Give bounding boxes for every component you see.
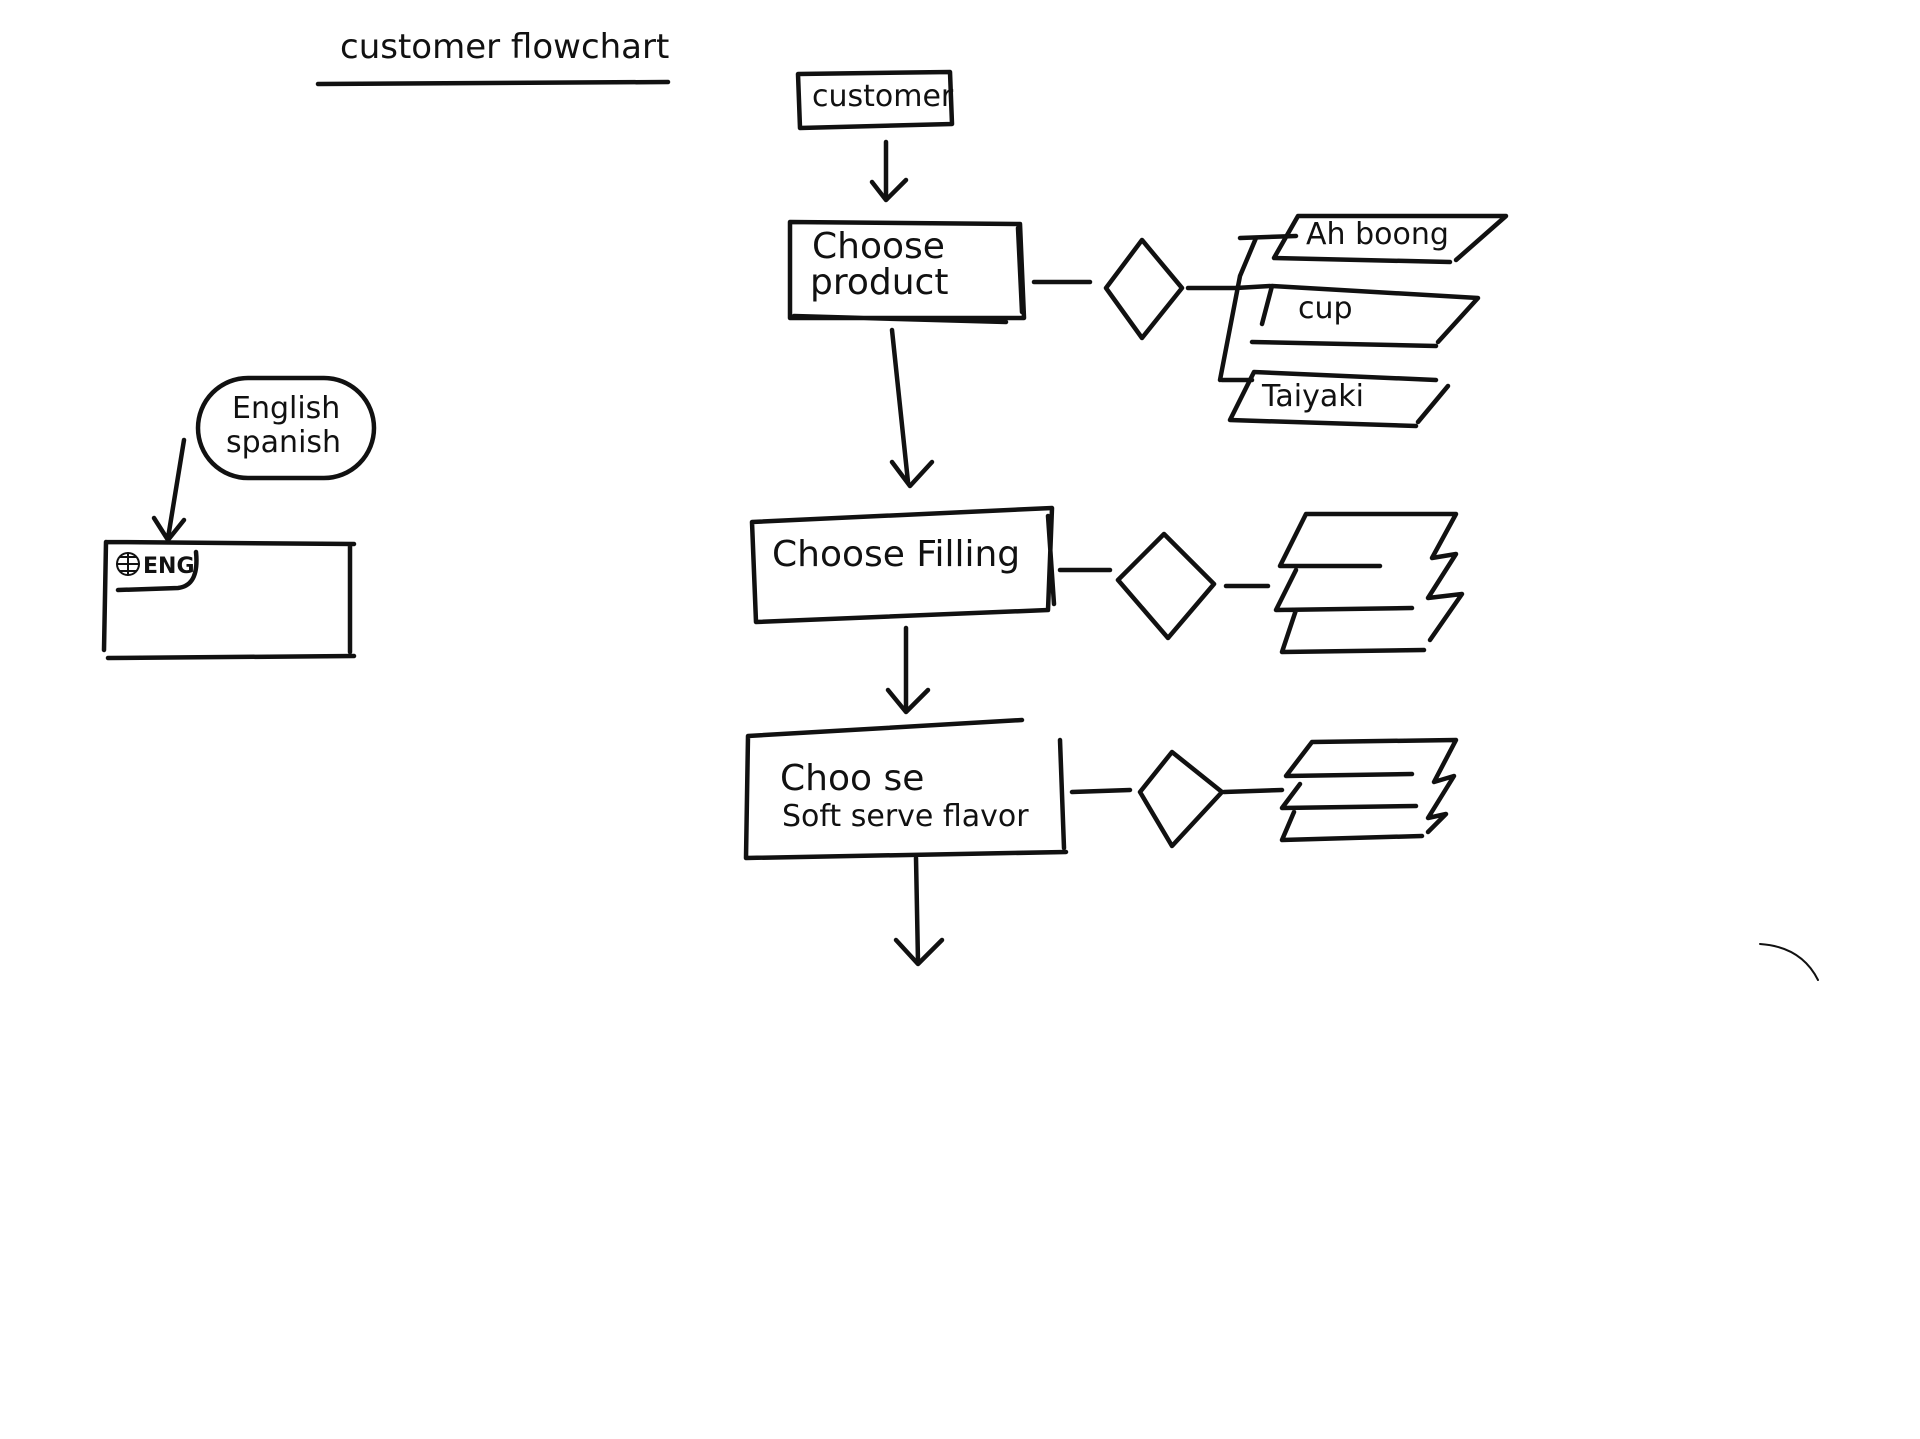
arrow-product-to-filling xyxy=(889,327,935,489)
choose-product-line-1: Choose xyxy=(812,226,945,267)
option-cup-shape xyxy=(1249,283,1481,349)
flavor-options-stack xyxy=(1279,737,1459,843)
choose-product-box xyxy=(787,219,1027,325)
choose-flavor-line-1: Choo se xyxy=(780,758,924,799)
customer-box xyxy=(795,69,955,131)
decision-filling xyxy=(1115,531,1217,641)
choose-flavor-line-2: Soft serve flavor xyxy=(782,799,1029,834)
option-cup: cup xyxy=(1249,283,1481,349)
arrow-filling-to-flavor xyxy=(885,625,931,715)
language-box[interactable]: ENG xyxy=(101,539,357,661)
option-ah-boong-shape xyxy=(1271,213,1509,265)
connector-flavor-decision xyxy=(1069,787,1133,795)
language-bubble: English spanish xyxy=(195,375,377,481)
choose-filling-label: Choose Filling xyxy=(772,534,1020,575)
language-bubble-shape xyxy=(195,375,377,481)
branch-product-options xyxy=(1185,233,1299,383)
node-customer: customer xyxy=(795,69,955,131)
language-box-frame xyxy=(101,539,357,661)
node-choose-product: Choose product xyxy=(787,219,1027,325)
option-ah-boong-label: Ah boong xyxy=(1306,217,1449,252)
language-bubble-line-1: English xyxy=(232,391,340,426)
filling-options-stack xyxy=(1273,511,1465,655)
arrow-bubble-to-language-box xyxy=(151,437,187,543)
title-underline xyxy=(315,79,671,87)
title-text: customer flowchart xyxy=(340,27,669,67)
option-taiyaki: Taiyaki xyxy=(1227,369,1451,429)
option-taiyaki-label: Taiyaki xyxy=(1261,379,1364,414)
choose-flavor-box xyxy=(743,717,1069,861)
arrow-customer-to-product xyxy=(869,139,909,203)
flowchart-title: customer flowchart xyxy=(315,27,671,87)
stray-pen-mark xyxy=(1759,943,1819,981)
option-ah-boong: Ah boong xyxy=(1271,213,1509,265)
language-bubble-line-2: spanish xyxy=(226,425,341,460)
language-selector-tab xyxy=(115,549,199,593)
connector-flavor-options xyxy=(1221,787,1285,795)
node-choose-flavor: Choo se Soft serve flavor xyxy=(743,717,1069,861)
arrow-flavor-to-next xyxy=(893,855,945,967)
option-cup-label: cup xyxy=(1298,291,1353,326)
option-taiyaki-shape xyxy=(1227,369,1451,429)
globe-icon[interactable] xyxy=(116,552,140,576)
choose-filling-box xyxy=(749,505,1057,625)
decision-product xyxy=(1103,237,1185,341)
decision-flavor xyxy=(1137,749,1225,849)
node-choose-filling: Choose Filling xyxy=(749,505,1057,625)
choose-product-line-2: product xyxy=(810,262,948,303)
language-code[interactable]: ENG xyxy=(143,554,195,579)
customer-label: customer xyxy=(812,79,954,114)
